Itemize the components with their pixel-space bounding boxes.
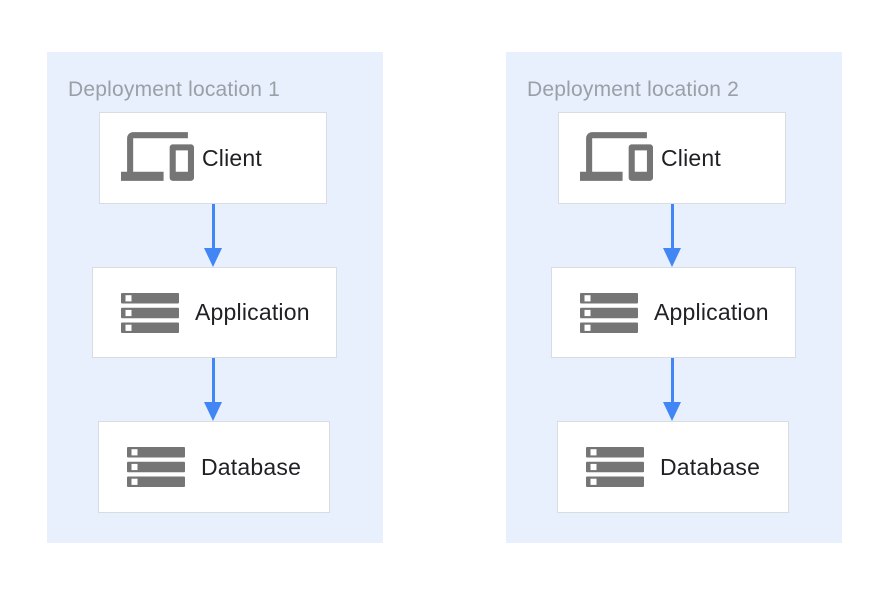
node-client: Client <box>99 112 327 204</box>
node-database: Database <box>557 421 789 513</box>
node-label: Application <box>654 299 769 326</box>
arrow-head <box>663 402 681 421</box>
panel-title: Deployment location 1 <box>68 77 280 103</box>
node-label: Database <box>201 454 301 481</box>
arrow-head <box>663 248 681 267</box>
node-label: Database <box>660 454 760 481</box>
devices-icon <box>118 132 196 184</box>
deployment-panel-1: Deployment location 1 Client <box>47 52 383 543</box>
arrow-line <box>671 358 674 402</box>
arrow-head <box>204 248 222 267</box>
panel-title: Deployment location 2 <box>527 77 739 103</box>
arrow-application-to-database <box>663 358 681 421</box>
arrow-head <box>204 402 222 421</box>
node-label: Application <box>195 299 310 326</box>
node-database: Database <box>98 421 330 513</box>
arrow-application-to-database <box>204 358 222 421</box>
deployment-panel-2: Deployment location 2 Client <box>506 52 842 543</box>
server-stack-icon <box>570 293 648 333</box>
arrow-client-to-application <box>204 204 222 267</box>
arrow-line <box>671 204 674 248</box>
arrow-client-to-application <box>663 204 681 267</box>
arrow-line <box>212 204 215 248</box>
node-application: Application <box>92 267 337 358</box>
node-label: Client <box>661 145 721 172</box>
devices-icon <box>577 132 655 184</box>
server-stack-icon <box>111 293 189 333</box>
server-stack-icon <box>576 447 654 487</box>
node-application: Application <box>551 267 796 358</box>
server-stack-icon <box>117 447 195 487</box>
arrow-line <box>212 358 215 402</box>
node-label: Client <box>202 145 262 172</box>
node-client: Client <box>558 112 786 204</box>
